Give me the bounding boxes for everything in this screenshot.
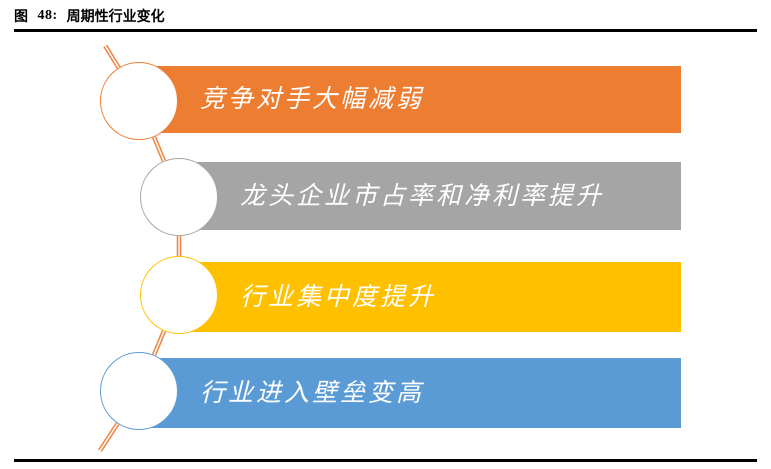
step-bar-4: 行业进入壁垒变高 <box>138 358 681 428</box>
figure-caption-number: 48: <box>37 8 58 23</box>
step-label-4: 行业进入壁垒变高 <box>200 379 425 407</box>
step-label-1: 竞争对手大幅减弱 <box>200 86 425 113</box>
step-node-circle-3 <box>140 256 218 334</box>
step-label-2: 龙头企业市占率和净利率提升 <box>240 182 605 210</box>
figure-bottom-rule <box>14 459 757 462</box>
step-node-circle-4 <box>100 352 178 430</box>
step-bar-3: 行业集中度提升 <box>178 262 681 332</box>
step-bar-2: 龙头企业市占率和净利率提升 <box>178 162 681 230</box>
step-label-3: 行业集中度提升 <box>240 283 437 311</box>
figure-caption-title: 周期性行业变化 <box>66 10 165 25</box>
figure-caption: 图 48: 周期性行业变化 <box>14 5 757 27</box>
connector-lines <box>98 44 182 452</box>
step-node-circle-2 <box>140 158 218 236</box>
step-bar-1: 竞争对手大幅减弱 <box>138 66 681 133</box>
figure-caption-label: 图 <box>14 10 29 25</box>
caption-divider-rule <box>14 29 757 32</box>
process-diagram: 竞争对手大幅减弱龙头企业市占率和净利率提升行业集中度提升行业进入壁垒变高 <box>0 32 771 456</box>
step-node-circle-1 <box>100 62 178 140</box>
